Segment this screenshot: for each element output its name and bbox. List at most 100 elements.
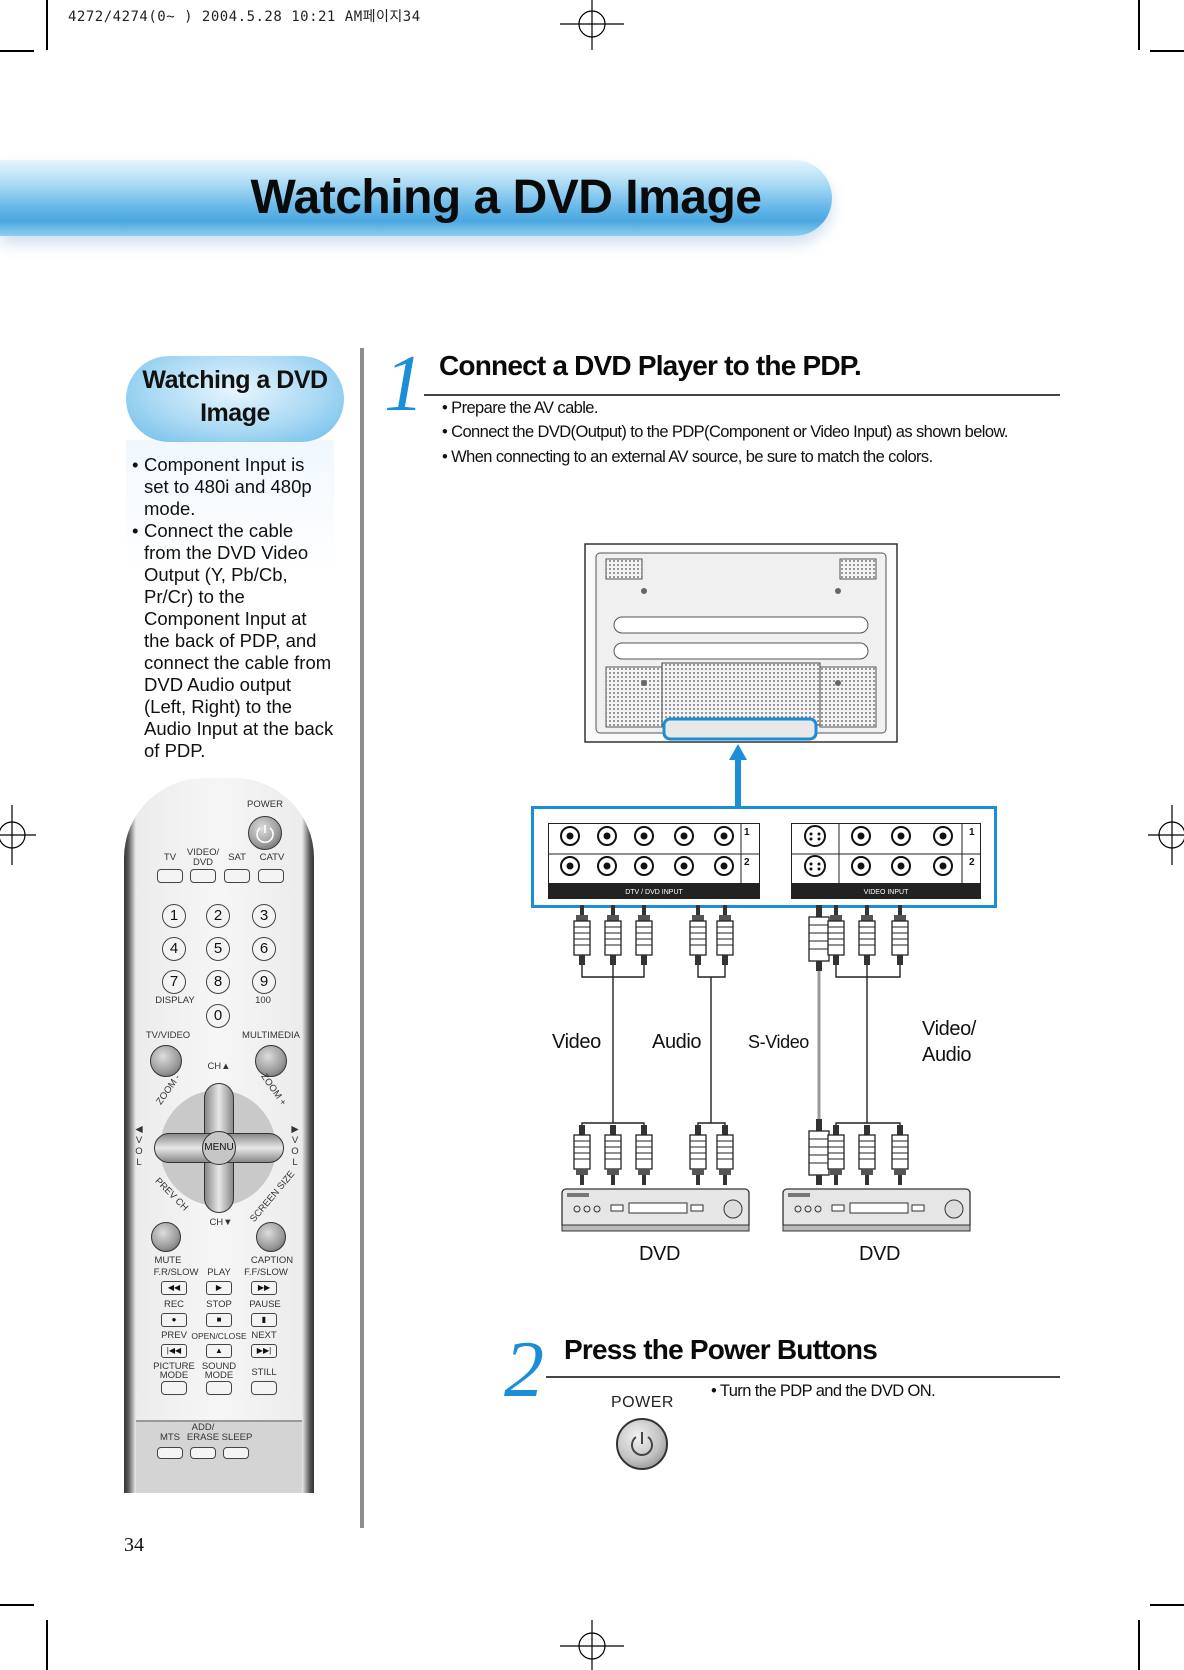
rec-button[interactable]: ●	[161, 1313, 187, 1327]
power-icon	[256, 825, 274, 843]
print-header: 4272/4274(0~ ) 2004.5.28 10:21 AM페이지34	[68, 9, 421, 25]
digit-8-button[interactable]: 8	[206, 970, 230, 994]
remote-label-vol-right: ▶ V O L	[291, 1124, 299, 1168]
remote-label-play: PLAY	[207, 1267, 231, 1278]
fr-slow-button[interactable]: ◀◀	[161, 1281, 187, 1295]
side-heading: Watching a DVD Image	[142, 366, 328, 427]
sat-button[interactable]	[224, 869, 250, 883]
step-2-bullet: • Turn the PDP and the DVD ON.	[711, 1382, 936, 1400]
stop-button[interactable]: ■	[206, 1313, 232, 1327]
remote-label-multimedia: MULTIMEDIA	[242, 1030, 300, 1041]
digit-3-button[interactable]: 3	[252, 904, 276, 928]
remote-power-label: POWER	[247, 799, 283, 810]
crop-mark	[1138, 1620, 1140, 1670]
mute-button[interactable]	[151, 1222, 181, 1252]
crop-mark	[0, 1604, 34, 1606]
power-button[interactable]	[616, 1418, 668, 1470]
crop-mark	[0, 50, 34, 52]
add-erase-button[interactable]	[190, 1447, 216, 1459]
label-y: Y	[565, 878, 570, 885]
tv-video-button[interactable]	[150, 1045, 182, 1077]
remote-label-tv: TV	[163, 852, 177, 863]
sound-mode-button[interactable]	[206, 1381, 232, 1395]
open-close-button[interactable]: ▲	[206, 1344, 232, 1358]
remote-label-open-close: OPEN/CLOSE	[191, 1331, 247, 1341]
video-dvd-button[interactable]	[190, 869, 216, 883]
digit-5-button[interactable]: 5	[206, 937, 230, 961]
label-s-video: S-VIDEO	[802, 878, 831, 885]
row-number-2: 2	[744, 857, 750, 868]
crop-mark	[46, 1620, 48, 1670]
label-pr-cr: Pr / Cr	[635, 878, 657, 885]
step-1-bullet: • When connecting to an external AV sour…	[442, 448, 933, 466]
label-audio: Audio	[652, 1031, 702, 1053]
crop-mark	[1150, 50, 1184, 52]
label-video-audio: Video/ Audio	[922, 1018, 976, 1066]
ff-slow-button[interactable]: ▶▶	[251, 1281, 277, 1295]
digit-7-button[interactable]: 7	[162, 970, 186, 994]
remote-label-still: STILL	[251, 1367, 277, 1378]
step-2-title: Press the Power Buttons	[564, 1334, 878, 1365]
digit-9-button[interactable]: 9	[252, 970, 276, 994]
step-1-bullet: • Prepare the AV cable.	[442, 399, 598, 417]
remote-label-ch-up: CH▲	[207, 1061, 231, 1072]
label-audio: L – AUDIO – R	[902, 878, 949, 885]
remote-power-button[interactable]	[248, 816, 282, 850]
catv-button[interactable]	[258, 869, 284, 883]
step-1-rule	[424, 394, 1060, 396]
prev-button[interactable]: |◀◀	[161, 1344, 187, 1358]
multimedia-button[interactable]	[255, 1045, 287, 1077]
label-pb-cb: Pb / Cb	[595, 878, 620, 885]
label-video: VIDEO	[852, 878, 874, 885]
still-button[interactable]	[251, 1381, 277, 1395]
dvd-player-left	[561, 1188, 750, 1232]
tv-button[interactable]	[157, 869, 183, 883]
digit-4-button[interactable]: 4	[162, 937, 186, 961]
row-number-1: 1	[969, 827, 975, 838]
digit-1-button[interactable]: 1	[162, 904, 186, 928]
remote-label-video-dvd: VIDEO/ DVD	[186, 847, 220, 868]
menu-button[interactable]: MENU	[202, 1131, 236, 1165]
digit-0-button[interactable]: 0	[206, 1004, 230, 1028]
remote-label-rec: REC	[163, 1299, 185, 1310]
power-label: POWER	[611, 1394, 674, 1411]
mts-button[interactable]	[157, 1447, 183, 1459]
side-note: •Connect the cable from the DVD Video Ou…	[132, 520, 334, 761]
component-input-panel	[548, 823, 760, 899]
label-video: Video	[552, 1031, 601, 1053]
picture-mode-button[interactable]	[161, 1381, 187, 1395]
remote-label-ff-slow: F.F/SLOW	[244, 1267, 288, 1278]
remote-label-ch-down: CH▼	[209, 1217, 233, 1228]
digit-2-button[interactable]: 2	[206, 904, 230, 928]
play-button[interactable]: ▶	[206, 1281, 232, 1295]
remote-label-caption: CAPTION	[250, 1255, 294, 1266]
registration-mark-icon	[560, 0, 624, 50]
pause-button[interactable]: ▮	[251, 1313, 277, 1327]
connection-arrow-icon	[729, 744, 747, 806]
crop-mark	[46, 0, 48, 50]
next-button[interactable]: ▶▶|	[251, 1344, 277, 1358]
column-divider	[360, 348, 364, 1528]
video-input-caption: VIDEO INPUT	[863, 889, 909, 896]
remote-label-pause: PAUSE	[249, 1299, 281, 1310]
side-heading-pill	[126, 356, 344, 442]
row-number-2: 2	[969, 857, 975, 868]
dvd-player-right	[782, 1188, 971, 1232]
step-2-rule	[546, 1376, 1060, 1378]
digit-6-button[interactable]: 6	[252, 937, 276, 961]
remote-label-prev: PREV	[161, 1330, 187, 1341]
remote-label-vol-left: ◀ V O L	[135, 1124, 143, 1168]
component-input-caption: DTV / DVD INPUT	[625, 889, 683, 896]
title-banner	[0, 160, 832, 236]
step-2-number: 2	[504, 1326, 544, 1414]
remote-label-sound-mode: SOUND MODE	[201, 1361, 237, 1381]
step-1-bullet: • Connect the DVD(Output) to the PDP(Com…	[442, 423, 1008, 441]
page-number: 34	[124, 1534, 144, 1556]
step-1-number: 1	[384, 340, 424, 428]
sleep-button[interactable]	[223, 1447, 249, 1459]
caption-button[interactable]	[256, 1222, 286, 1252]
remote-label-mts: MTS	[159, 1432, 181, 1443]
remote-label-add-erase: ADD/ ERASE	[186, 1422, 220, 1443]
remote-label-100: 100	[255, 995, 271, 1006]
power-icon	[631, 1432, 653, 1456]
